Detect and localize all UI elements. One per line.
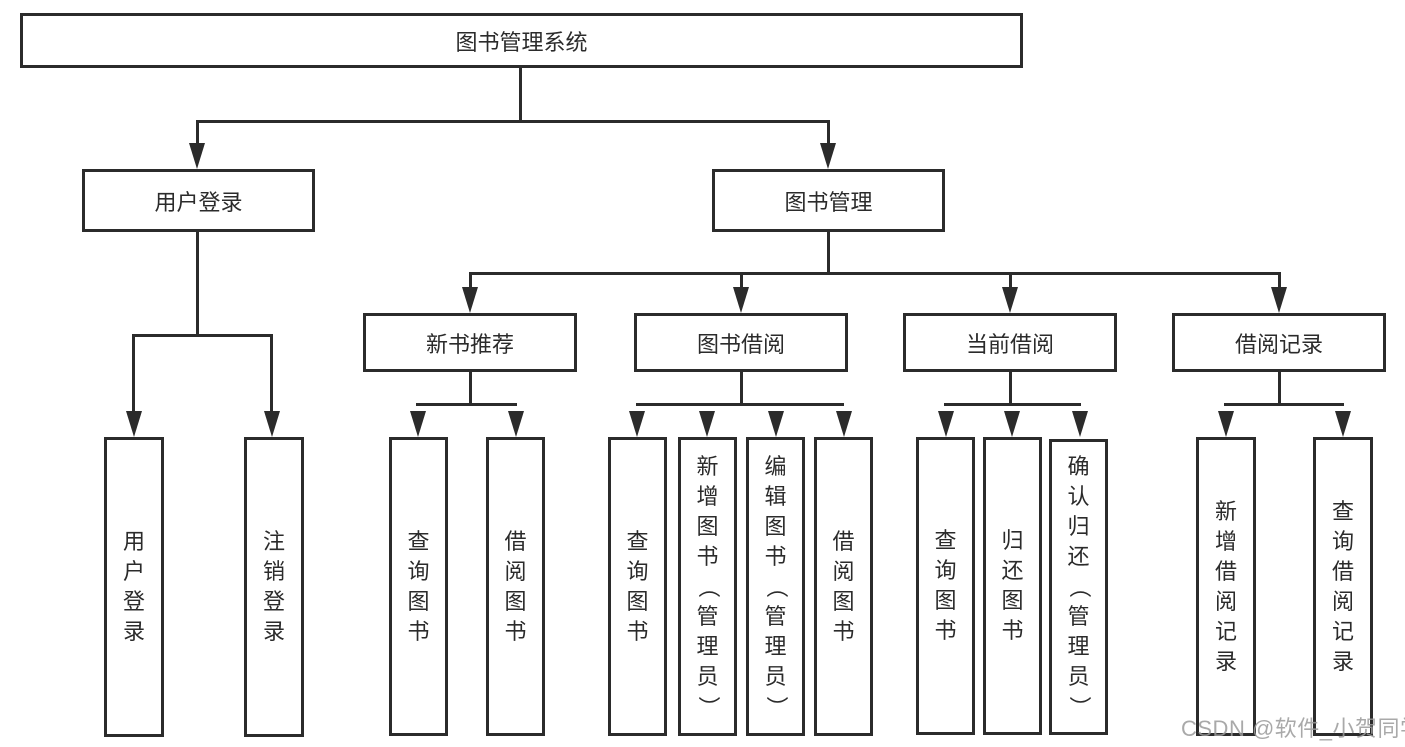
arrowhead-icon xyxy=(126,411,142,437)
leaf-label: 新增借阅记录 xyxy=(1214,498,1237,674)
node-book-management: 图书管理 xyxy=(712,169,945,232)
leaf-label: 查询借阅记录 xyxy=(1331,498,1354,674)
leaf-query-books: 查询图书 xyxy=(608,437,667,736)
connector xyxy=(1278,272,1281,292)
arrowhead-icon xyxy=(410,411,426,437)
node-borrowing-records: 借阅记录 xyxy=(1172,313,1386,372)
arrowhead-icon xyxy=(820,143,836,169)
leaf-label: 确认归还（管理员） xyxy=(1066,454,1092,718)
leaf-query-books: 查询图书 xyxy=(389,437,448,736)
leaf-label: 借阅图书 xyxy=(504,528,527,644)
leaf-query-books: 查询图书 xyxy=(916,437,975,735)
arrowhead-icon xyxy=(1004,411,1020,437)
arrowhead-icon xyxy=(264,411,280,437)
leaf-label: 归还图书 xyxy=(1001,528,1024,643)
arrowhead-icon xyxy=(1218,411,1234,437)
connector xyxy=(740,272,743,292)
leaf-label: 查询图书 xyxy=(934,528,957,643)
node-label: 当前借阅 xyxy=(965,331,1054,357)
leaf-add-borrow-record: 新增借阅记录 xyxy=(1196,437,1256,736)
leaf-label: 查询图书 xyxy=(407,528,430,644)
arrowhead-icon xyxy=(1335,411,1351,437)
connector xyxy=(944,403,1081,406)
leaf-label: 编辑图书（管理员） xyxy=(763,453,789,718)
arrowhead-icon xyxy=(189,143,205,169)
connector xyxy=(132,334,135,414)
node-label: 借阅记录 xyxy=(1234,331,1323,357)
connector xyxy=(1278,372,1281,406)
node-new-book-recommend: 新书推荐 xyxy=(363,313,577,372)
node-root-system: 图书管理系统 xyxy=(20,13,1023,68)
connector xyxy=(132,334,273,337)
node-book-borrowing: 图书借阅 xyxy=(634,313,848,372)
connector xyxy=(1009,272,1012,292)
arrowhead-icon xyxy=(836,411,852,437)
node-label: 用户登录 xyxy=(154,189,243,215)
node-label: 图书管理系统 xyxy=(455,29,588,55)
connector xyxy=(270,334,273,414)
arrowhead-icon xyxy=(629,411,645,437)
connector xyxy=(827,232,830,275)
connector xyxy=(196,120,199,146)
connector xyxy=(196,232,199,336)
leaf-label: 用户登录 xyxy=(122,529,145,644)
connector xyxy=(196,120,830,123)
arrowhead-icon xyxy=(1002,287,1018,313)
leaf-label: 借阅图书 xyxy=(832,528,855,644)
arrowhead-icon xyxy=(699,411,715,437)
arrowhead-icon xyxy=(1271,287,1287,313)
arrowhead-icon xyxy=(768,411,784,437)
node-label: 新书推荐 xyxy=(425,331,514,357)
csdn-watermark: CSDN @软件_小贺同学 xyxy=(1181,716,1405,741)
node-label: 图书管理 xyxy=(784,189,873,215)
node-label: 图书借阅 xyxy=(696,331,785,357)
leaf-edit-books-admin: 编辑图书（管理员） xyxy=(746,437,805,736)
node-user-login: 用户登录 xyxy=(82,169,315,232)
connector xyxy=(1009,372,1012,406)
leaf-label: 注销登录 xyxy=(262,529,285,644)
arrowhead-icon xyxy=(508,411,524,437)
leaf-label: 新增图书（管理员） xyxy=(695,453,721,718)
leaf-confirm-return-admin: 确认归还（管理员） xyxy=(1049,439,1108,735)
connector xyxy=(740,372,743,406)
arrowhead-icon xyxy=(938,411,954,437)
arrowhead-icon xyxy=(462,287,478,313)
leaf-user-login: 用户登录 xyxy=(104,437,164,737)
arrowhead-icon xyxy=(733,287,749,313)
leaf-borrow-books: 借阅图书 xyxy=(814,437,873,736)
leaf-query-borrow-record: 查询借阅记录 xyxy=(1313,437,1373,736)
leaf-return-books: 归还图书 xyxy=(983,437,1042,735)
node-current-borrowing: 当前借阅 xyxy=(903,313,1117,372)
arrowhead-icon xyxy=(1072,411,1088,437)
connector xyxy=(519,68,522,122)
connector xyxy=(469,372,472,406)
connector xyxy=(636,403,844,406)
leaf-borrow-books: 借阅图书 xyxy=(486,437,545,736)
leaf-add-books-admin: 新增图书（管理员） xyxy=(678,437,737,736)
connector xyxy=(827,120,830,146)
connector xyxy=(416,403,517,406)
connector xyxy=(469,272,1281,275)
leaf-label: 查询图书 xyxy=(626,528,649,644)
connector xyxy=(1224,403,1344,406)
connector xyxy=(469,272,472,292)
leaf-logout: 注销登录 xyxy=(244,437,304,737)
